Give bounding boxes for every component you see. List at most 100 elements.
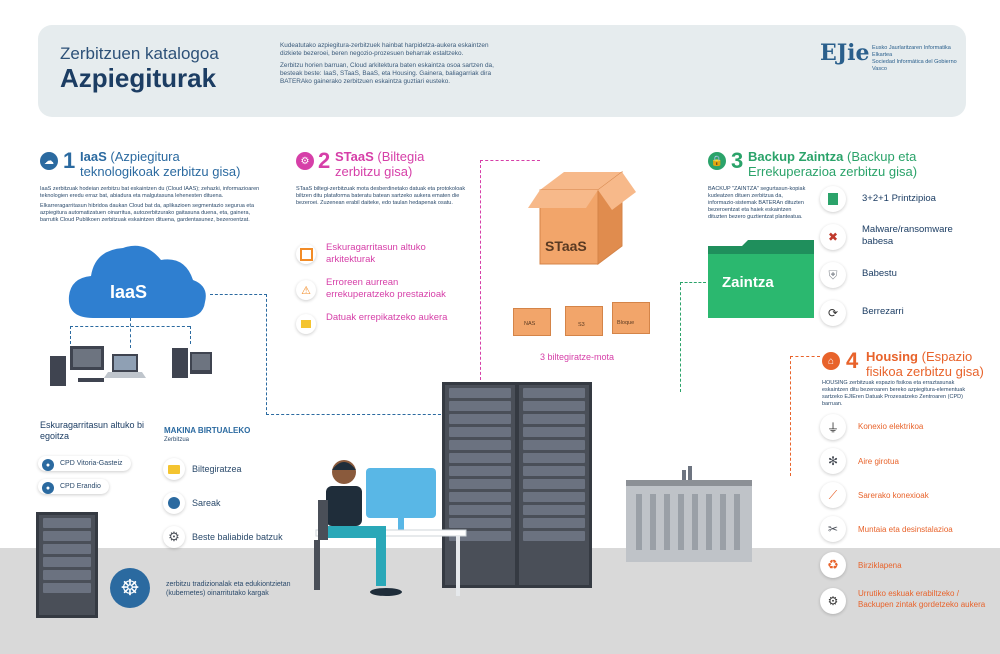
iaas-desc-1: IaaS zerbitzuak hodeian zerbitzu bat esk… [40,186,260,199]
kubernetes-icon: ☸ [110,568,150,608]
staas-feature-architectures: Eskuragarritasun altuko arkitekturak [326,242,426,265]
nas-box [513,308,551,336]
cloud-to-server-line-bottom [266,414,446,416]
staas-connector-vertical [480,160,482,385]
servers-icon [820,186,846,212]
intro-text: Kudeatutako azpiegitura-zerbitzuek hainb… [280,42,495,90]
warning-icon: ⚠ [296,280,316,300]
housing-description: HOUSING zerbitzuak espazio fisikoa eta e… [822,380,966,407]
staas-title-rest: (Biltegia zerbitzu gisa) [335,149,425,179]
folder-icon [163,458,185,480]
block-label: Bloque [617,320,635,326]
intro-paragraph-2: Zerbitzu horien barruan, Cloud arkitektu… [280,62,494,85]
staas-big-box [528,171,636,265]
staas-feature-recovery: Erroreen aurrean errekuperatzeko prestaz… [326,277,446,300]
plug-icon: ⏚ [820,414,846,440]
tools-icon: ✂ [820,516,846,542]
backup-connector-vertical [680,282,682,392]
staas-number: 2 [318,148,331,173]
central-server-rack-2 [516,382,592,588]
backup-title-bold: Backup Zaintza [748,149,844,164]
vm-item-other: Beste baliabide batzuk [192,532,283,542]
lock-icon: 🔒 [708,152,726,170]
staas-connector-top [480,160,540,162]
backup-number: 3 [731,148,744,173]
block-box [612,302,650,334]
vm-title: MAKINA BIRTUALEKO [164,426,251,435]
backup-connector-top [680,282,706,284]
catalog-subtitle: Zerbitzuen katalogoa [60,44,219,63]
vm-subtitle: Zerbitzua [164,437,190,443]
shield-icon: ⛨ [820,262,846,288]
gear-icon: ⚙ [163,526,185,548]
iaas-number: 1 [63,148,76,173]
storage-types-label: 3 biltegiratze-mota [540,352,615,362]
cpd-erandio-pill: ● CPD Erandio [38,479,109,494]
logo-caption: Eusko Jaurlaritzaren Informatika Elkarte… [872,45,962,73]
housing-title-rest: (Espazio fisikoa zerbitzu gisa) [866,349,984,379]
housing-connector-vertical [790,356,792,476]
cpd-building [626,466,752,562]
housing-item-remote-hands: Urrutiko eskuak erabiltzeko / Backupen z… [858,589,986,609]
vm-item-networks: Sareak [192,498,221,508]
s3-box [565,306,603,336]
housing-item-assembly: Muntaia eta desinstalazioa [858,525,953,534]
iaas-title-rest: (Azpiegitura teknologikoak zerbitzu gisa… [80,149,241,179]
connector-left [70,326,72,344]
iaas-cloud [68,245,206,318]
staas-title-bold: STaaS [335,149,374,164]
intro-paragraph-1: Kudeatutako azpiegitura-zerbitzuek hainb… [280,42,489,57]
vm-item-storage: Biltegiratzea [192,464,242,474]
cloud-gear-icon: ☁ [40,152,58,170]
connector-right [190,326,192,344]
tape-icon: ⚙ [820,588,846,614]
header-banner [38,25,966,117]
backup-description: BACKUP "ZAINTZA" segurtasun-kopiak kudea… [708,186,806,220]
cloud-to-server-line [210,294,267,415]
globe-icon [163,492,185,514]
staas-feature-replication: Datuak errepikatzeko aukera [326,312,448,323]
logo-caption-line-1: Eusko Jaurlaritzaren Informatika Elkarte… [872,45,951,58]
backup-item-321: 3+2+1 Printzipioa [862,193,936,204]
house-icon: ⌂ [822,352,840,370]
staas-title: STaaS (Biltegia zerbitzu gisa) [335,149,455,179]
iaas-desc-2: Elkarreragarritasun hibridoa daukan Clou… [40,203,255,223]
computers-illustration [50,346,212,386]
backup-title-rest: (Backup eta Errekuperazioa zerbitzu gisa… [748,149,918,179]
housing-item-recycling: Birziklapena [858,561,902,570]
ejie-logo: EJie [820,40,870,66]
housing-number: 4 [846,348,859,373]
folders-icon [296,314,316,334]
left-server-rack [36,512,98,618]
housing-title: Housing (Espazio fisikoa zerbitzu gisa) [866,349,986,379]
availability-title: Eskuragarritasun altuko bi egoitza [40,420,145,441]
person-at-desk-illustration [314,460,467,596]
connector-middle [130,318,132,348]
zaintza-label: Zaintza [722,274,774,291]
location-pin-icon: ● [42,459,54,471]
iaas-title: IaaS (Azpiegitura teknologikoak zerbitzu… [80,149,260,179]
housing-title-bold: Housing [866,349,918,364]
cpd-erandio-label: CPD Erandio [60,483,101,490]
backup-title: Backup Zaintza (Backup eta Errekuperazio… [748,149,918,179]
backup-item-restore: Berrezarri [862,306,904,317]
nas-label: NAS [524,321,536,327]
backup-item-malware: Malware/ransomware babesa [862,224,953,247]
s3-label: S3 [578,322,585,328]
kubernetes-text: zerbitzu tradizionalak eta edukiontzieta… [166,581,291,597]
housing-item-aircon: Aire girotua [858,457,899,466]
restore-icon: ⟳ [820,300,846,326]
logo-caption-line-2: Sociedad Informática del Gobierno Vasco [872,59,957,72]
staas-description: STaaS biltegi-zerbitzuak mota desberdine… [296,186,466,206]
cpd-vitoria-label: CPD Vitoria-Gasteiz [60,460,123,467]
housing-item-network: Sarerako konexioak [858,491,929,500]
iaas-cloud-label: IaaS [110,282,148,302]
fan-icon: ✻ [820,448,846,474]
backup-item-protect: Babestu [862,268,897,279]
page-title: Azpiegiturak [60,63,217,93]
gear-icon: ⚙ [296,152,314,170]
location-pin-icon: ● [42,482,54,494]
recycle-icon: ♻ [820,552,846,578]
iaas-description: IaaS zerbitzuak hodeian zerbitzu bat esk… [40,186,265,224]
cpd-vitoria-pill: ● CPD Vitoria-Gasteiz [38,456,131,471]
